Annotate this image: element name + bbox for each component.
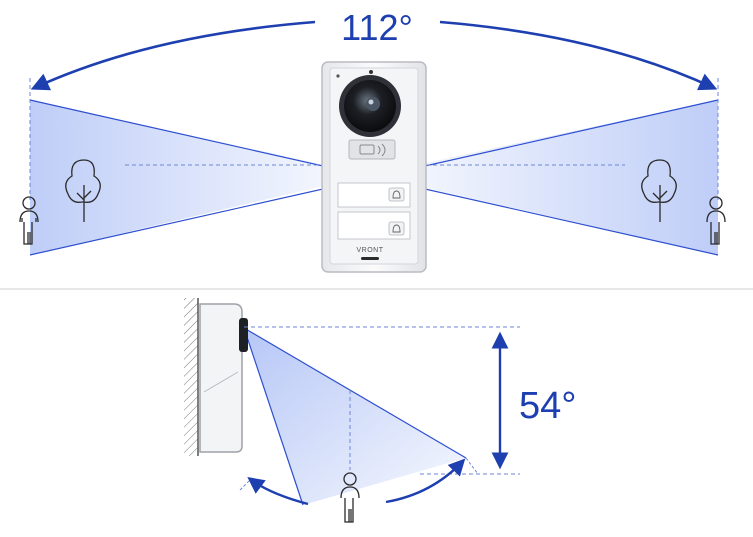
dashed-guide [465,457,479,475]
beam-edge-line [243,327,304,506]
person-icon [340,472,360,523]
horizontal-view: 112° [19,7,726,273]
speaker-slot [361,257,379,260]
doorbell-front: VRONT [321,61,427,273]
angle-arc-arrow [385,458,466,504]
camera-lens-icon [339,75,401,137]
dashed-guide [239,477,253,491]
doorbell-side [199,303,248,453]
beam-edge-line [243,327,467,459]
wall [184,298,198,456]
angle-arc-arrow [247,476,309,506]
right-beam [370,100,718,255]
card-reader-icon [348,139,396,160]
brand-label: VRONT [357,247,384,254]
angle-arc-arrow [30,20,316,91]
vertical-angle-label: 54° [519,385,576,427]
left-beam [30,100,370,255]
tree-icon [641,159,677,222]
vertical-beam [244,328,466,505]
angle-arc-arrow [439,20,718,91]
person-icon [706,196,726,245]
bell-icon [388,187,405,202]
name-plate [337,182,411,208]
person-icon [19,196,39,245]
horizontal-angle-label: 112° [341,7,413,48]
bell-icon [388,221,405,236]
vertical-view: 54° [184,298,576,523]
tree-icon [65,159,101,222]
